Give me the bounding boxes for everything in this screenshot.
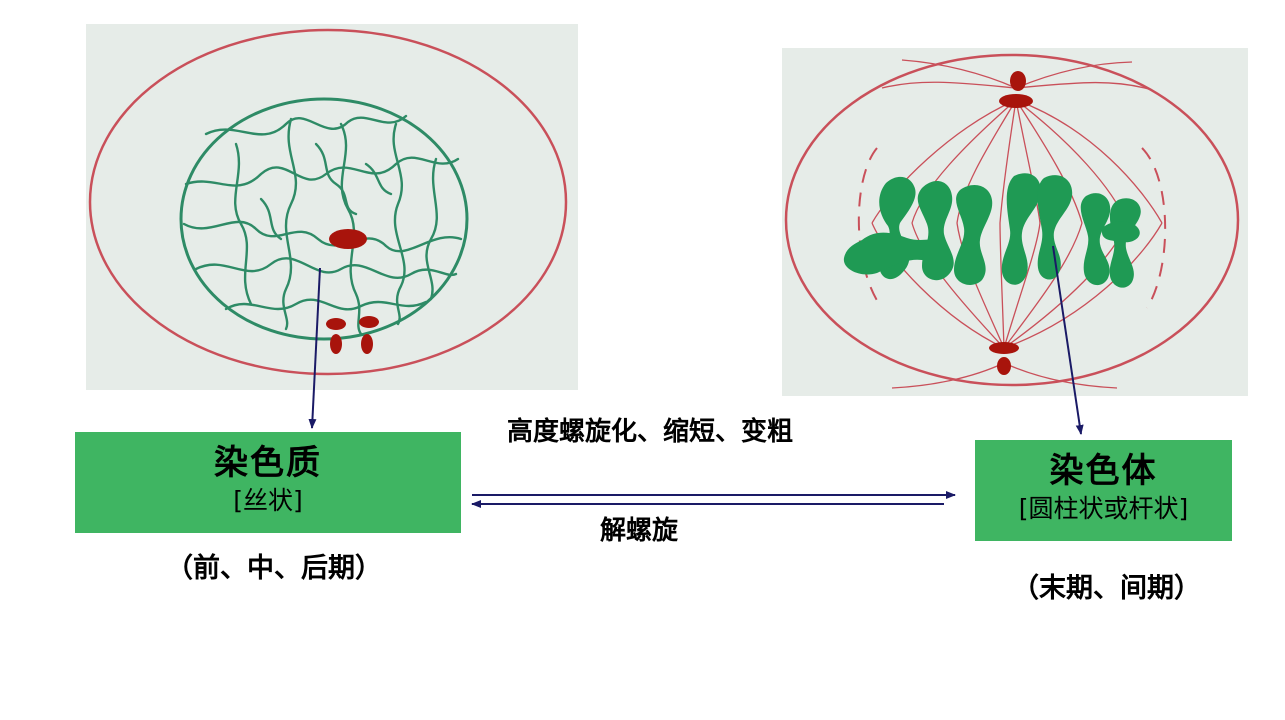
chromosome-title: 染色体 [1049, 451, 1158, 491]
chromatin-cell-illustration [86, 24, 578, 390]
condensed-chromosomes [843, 173, 1141, 288]
chromatin-box: 染色质 [丝状] [75, 432, 461, 533]
cell-membrane [784, 53, 1240, 387]
chromatin-form: [丝状] [233, 486, 303, 515]
chromosome-form: [圆柱状或杆状] [1018, 494, 1189, 523]
chromatin-title: 染色质 [214, 443, 322, 483]
cell-membrane [88, 28, 568, 376]
uncoiling-label: 解螺旋 [600, 516, 679, 546]
chromosome-box: 染色体 [圆柱状或杆状] [975, 440, 1232, 541]
chromosome-cell-illustration [782, 48, 1248, 396]
nucleolus [329, 229, 367, 249]
chromatin-phases-label: （前、中、后期） [166, 553, 382, 584]
chromatin-threads [182, 114, 463, 336]
condensation-label: 高度螺旋化、缩短、变粗 [507, 417, 794, 447]
dashed-nuclear-remnant [857, 147, 1167, 309]
centrioles [326, 316, 379, 354]
centrioles [989, 71, 1033, 375]
chromatin-cell-svg [88, 28, 568, 376]
chromosome-cell-svg [784, 53, 1240, 389]
nuclear-envelope [179, 97, 469, 341]
chromosome-phases-label: （末期、间期） [1012, 573, 1201, 604]
